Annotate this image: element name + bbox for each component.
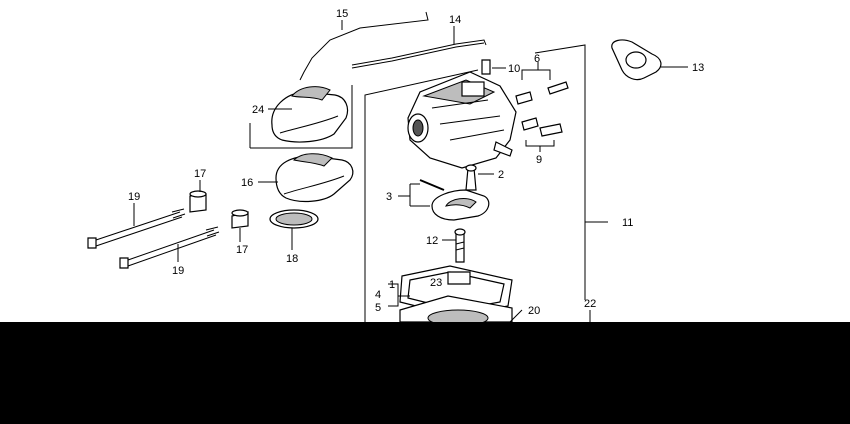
callout-19-lower: 19 xyxy=(172,265,184,277)
callout-9: 9 xyxy=(536,154,542,166)
screw-set-9 xyxy=(521,117,563,152)
callout-13: 13 xyxy=(692,62,704,74)
callout-5: 5 xyxy=(375,302,381,314)
carburetor-body xyxy=(407,59,517,169)
callout-2: 2 xyxy=(498,169,504,181)
collar-17-upper xyxy=(189,180,207,213)
bolt-19-upper xyxy=(87,203,186,249)
callout-22: 22 xyxy=(584,298,596,310)
insulator-13 xyxy=(611,39,688,81)
callout-15: 15 xyxy=(336,8,348,20)
callout-10: 10 xyxy=(508,63,520,75)
callout-14: 14 xyxy=(449,14,461,26)
callout-20: 20 xyxy=(528,305,540,317)
collar-17-lower xyxy=(231,209,249,242)
throttle-rod xyxy=(351,26,487,69)
drain-leaders xyxy=(509,309,591,323)
callout-3: 3 xyxy=(386,191,392,203)
callout-4: 4 xyxy=(375,289,381,301)
assembly-frame xyxy=(364,44,608,322)
callout-16: 16 xyxy=(241,177,253,189)
float-3 xyxy=(398,179,490,221)
jet-2 xyxy=(465,164,494,191)
black-bottom-band xyxy=(0,322,850,424)
callout-19-upper: 19 xyxy=(128,191,140,203)
callout-17-lower: 17 xyxy=(236,244,248,256)
callout-labels: 15 14 10 6 13 24 9 2 17 16 3 19 11 12 17… xyxy=(128,8,704,317)
elbow-16 xyxy=(258,153,354,203)
choke-wire xyxy=(299,11,429,81)
callout-23: 23 xyxy=(430,277,442,289)
callout-brackets-left xyxy=(388,283,410,307)
callout-6: 6 xyxy=(534,53,540,65)
callout-11: 11 xyxy=(622,217,633,229)
callout-17-upper: 17 xyxy=(194,168,206,180)
callout-1: 1 xyxy=(389,279,395,291)
bolt-19-lower xyxy=(119,226,220,269)
callout-12: 12 xyxy=(426,235,438,247)
elbow-24 xyxy=(249,85,353,149)
gasket-18 xyxy=(269,209,319,250)
callout-18: 18 xyxy=(286,253,298,265)
callout-24: 24 xyxy=(252,104,264,116)
main-jet-12 xyxy=(442,228,466,263)
screw-set-6 xyxy=(515,62,569,105)
